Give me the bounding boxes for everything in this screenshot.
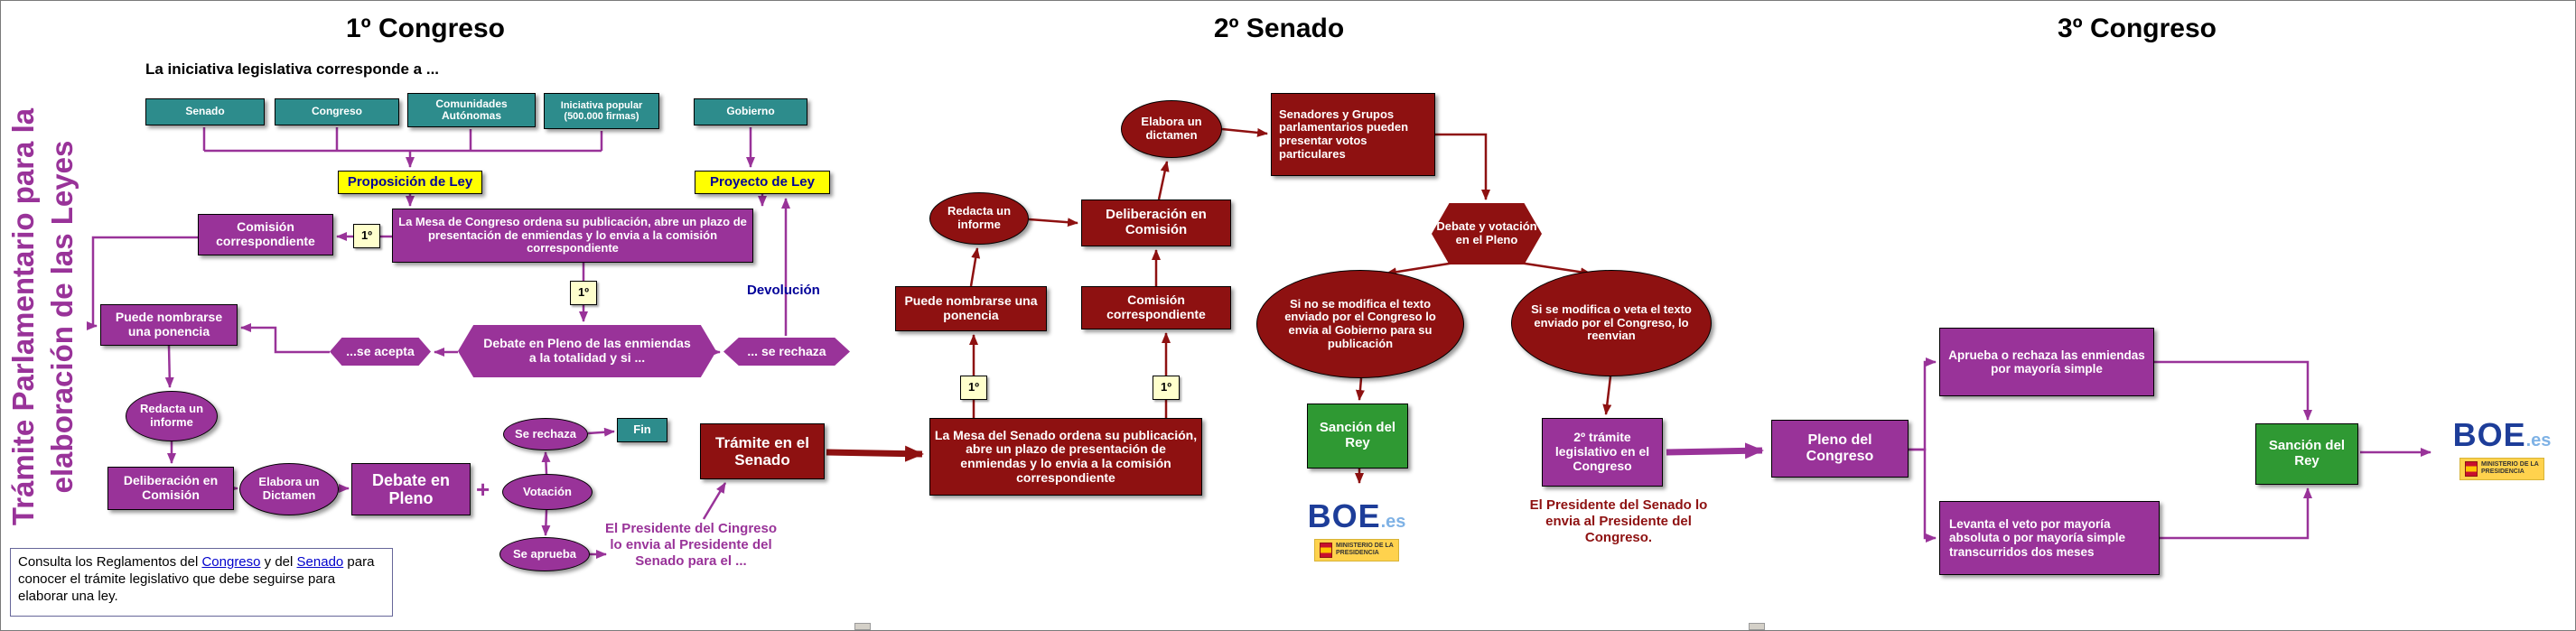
node-senado: Senado: [145, 98, 265, 125]
node-aprueba-enmiendas: Aprueba o rechaza las enmiendas por mayo…: [1939, 328, 2154, 396]
ministry-band: MINISTERIO DE LA PRESIDENCIA: [1314, 538, 1399, 561]
node-se-acepta: ...se acepta: [330, 338, 431, 366]
envio-congreso-label: El Presidente del Senado lo envia al Pre…: [1529, 497, 1708, 545]
initiative-intro-label: La iniciativa legislativa corresponde a …: [145, 60, 440, 78]
diagram-title-line2: elaboración de las Leyes: [44, 140, 79, 494]
boe-tld: .es: [1380, 511, 1406, 532]
node-se-rechaza: Se rechaza: [503, 418, 588, 450]
order-badge-3: 1º: [960, 376, 987, 400]
node-redacta-informe-1: Redacta un informe: [126, 391, 218, 441]
node-proposicion-de-ley: Proposición de Ley: [338, 171, 482, 194]
order-badge-1: 1º: [353, 224, 380, 248]
node-ponencia-2: Puede nombrarse una ponencia: [895, 286, 1047, 331]
note-link-senado[interactable]: Senado: [296, 554, 344, 570]
node-elabora-dictamen-2: Elabora un dictamen: [1121, 100, 1222, 158]
node-debate-enmiendas: Debate en Pleno de las enmiendas a la to…: [458, 325, 716, 377]
node-gobierno: Gobierno: [694, 98, 807, 125]
node-no-modifica: Si no se modifica el texto enviado por e…: [1256, 270, 1464, 378]
ministry-label: MINISTERIO DE LA PRESIDENCIA: [2481, 460, 2539, 475]
node-deliberacion-comision-2: Deliberación en Comisión: [1081, 200, 1231, 246]
note-text-pre: Consulta los Reglamentos del: [18, 554, 202, 570]
window-resize-notch: [1749, 623, 1765, 630]
node-sancion-rey-3: Sanción del Rey: [2255, 423, 2358, 485]
node-ponencia-1: Puede nombrarse una ponencia: [100, 304, 238, 346]
node-segundo-tramite: 2º trámite legislativo en el Congreso: [1542, 418, 1663, 487]
node-votacion: Votación: [502, 474, 593, 510]
node-redacta-informe-2: Redacta un informe: [929, 192, 1029, 245]
node-proyecto-de-ley: Proyecto de Ley: [695, 171, 830, 194]
boe-wordmark: BOE.es: [2453, 416, 2552, 454]
node-levanta-veto: Levanta el veto por mayoría absoluta o p…: [1939, 501, 2160, 575]
node-tramite-en-el-senado: Trámite en el Senado: [700, 423, 825, 479]
diagram-title: Trámite Parlamentario para la elaboració…: [5, 5, 88, 628]
node-mesa-congreso: La Mesa de Congreso ordena su publicació…: [392, 209, 753, 263]
window-resize-notch: [854, 623, 871, 630]
boe-tld: .es: [2525, 430, 2552, 450]
node-debate-votacion-pleno: Debate y votación en el Pleno: [1432, 203, 1542, 264]
node-mesa-senado: La Mesa del Senado ordena su publicación…: [929, 418, 1202, 496]
devolucion-label: Devolución: [747, 283, 820, 298]
node-comunidades-autonomas: Comunidades Autónomas: [407, 93, 536, 127]
node-fin: Fin: [617, 418, 667, 442]
node-sancion-rey-2: Sanción del Rey: [1307, 404, 1408, 469]
node-iniciativa-popular: Iniciativa popular (500.000 firmas): [544, 93, 659, 129]
boe-name: BOE: [2452, 415, 2526, 453]
spain-crest-icon: [2465, 460, 2478, 477]
node-congreso: Congreso: [275, 98, 399, 125]
ministry-band: MINISTERIO DE LA PRESIDENCIA: [2459, 457, 2544, 480]
header-stage1: 1º Congreso: [346, 14, 505, 43]
spain-crest-icon: [1320, 542, 1332, 558]
node-se-rechaza-totalidad: ... se rechaza: [723, 338, 850, 366]
node-se-aprueba: Se aprueba: [499, 537, 590, 571]
ministry-label: MINISTERIO DE LA PRESIDENCIA: [1336, 542, 1394, 556]
node-elabora-dictamen-1: Elabora un Dictamen: [239, 463, 339, 515]
node-pleno-congreso: Pleno del Congreso: [1771, 420, 1909, 478]
boe-logo: BOE.es MINISTERIO DE LA PRESIDENCIA: [2438, 404, 2566, 492]
boe-name: BOE: [1307, 496, 1381, 534]
node-comision-correspondiente-1: Comisión correspondiente: [198, 214, 333, 255]
envio-senado-label: El Presidente del Cingreso lo envia al P…: [604, 521, 778, 569]
header-stage2: 2º Senado: [1213, 14, 1345, 43]
order-badge-2: 1º: [570, 281, 597, 305]
node-votos-particulares: Senadores y Grupos parlamentarios pueden…: [1271, 93, 1435, 176]
node-comision-correspondiente-2: Comisión correspondiente: [1081, 286, 1231, 329]
boe-wordmark: BOE.es: [1308, 497, 1406, 535]
note-link-congreso[interactable]: Congreso: [201, 554, 261, 570]
node-deliberacion-comision-1: Deliberación en Comisión: [107, 467, 234, 510]
plus-symbol: +: [476, 476, 490, 503]
node-debate-pleno: Debate en Pleno: [351, 463, 471, 515]
reglamentos-note: Consulta los Reglamentos del Congreso y …: [10, 548, 393, 617]
note-text-mid: y del: [260, 554, 297, 570]
node-si-modifica: Si se modifica o veta el texto enviado p…: [1511, 270, 1712, 376]
note-text-post: para conocer el trámite legislativo que …: [18, 554, 375, 604]
header-stage3: 3º Congreso: [2058, 14, 2217, 43]
diagram-title-line1: Trámite Parlamentario para la: [6, 107, 40, 526]
order-badge-4: 1º: [1153, 376, 1180, 400]
boe-logo: BOE.es MINISTERIO DE LA PRESIDENCIA: [1298, 487, 1415, 571]
